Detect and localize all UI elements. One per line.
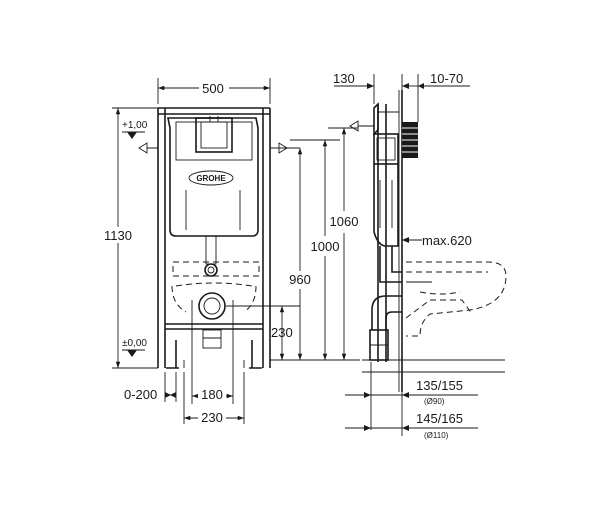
dim-pipe-110: (Ø110): [424, 431, 449, 440]
dim-135-155: 135/155: [416, 378, 463, 393]
dim-max-620: max.620: [422, 233, 472, 248]
dim-1060: 1060: [330, 214, 359, 229]
dim-500: 500: [202, 81, 224, 96]
dim-145-165: 145/165: [416, 411, 463, 426]
level-zero-label: ±0,00: [122, 338, 147, 349]
dim-1000: 1000: [311, 239, 340, 254]
dim-130: 130: [333, 71, 355, 86]
dim-10-70: 10-70: [430, 71, 463, 86]
front-view: [138, 107, 288, 369]
dim-180: 180: [201, 387, 223, 402]
dim-230-vertical: 230: [271, 325, 293, 340]
dim-1130: 1130: [104, 228, 132, 243]
dim-230-horizontal: 230: [201, 410, 223, 425]
grohe-logo: GROHE: [196, 174, 226, 183]
side-view: [349, 90, 507, 392]
dim-pipe-90: (Ø90): [424, 397, 445, 406]
level-top-label: +1,00: [122, 120, 148, 131]
side-dimensions: 130 10-70 max.620 135/155 (Ø90) 145/165 …: [333, 71, 478, 440]
dim-960: 960: [289, 272, 311, 287]
dim-0-200: 0-200: [124, 387, 157, 402]
front-dimensions: 500 1130 1060 1000 960 230 0-200: [100, 78, 360, 425]
